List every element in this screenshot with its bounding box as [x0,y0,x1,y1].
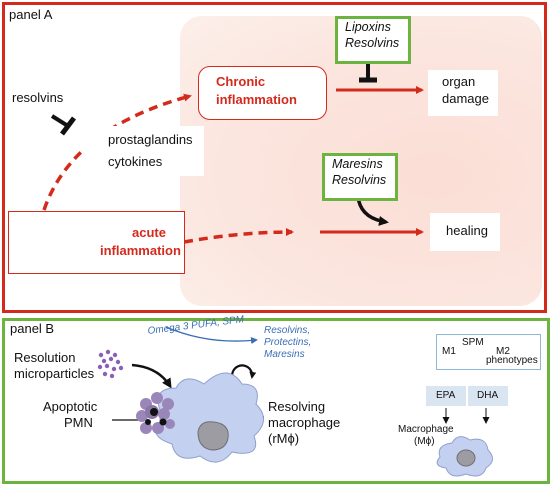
resolvins-label: resolvins [12,90,64,105]
healing-box [430,213,500,251]
healing-text: healing [446,223,488,238]
lipoxins-text: Lipoxins [345,20,391,34]
panel-a [2,2,547,313]
organ-text: organ [442,74,476,89]
microparticles-text: microparticles [14,366,95,381]
dha-label: DHA [477,390,499,401]
macrophage-text: macrophage [268,415,341,430]
mphi-label: (Mϕ) [414,436,435,447]
cytokines-text: cytokines [108,154,163,169]
m1-m2-box [436,334,541,370]
macrophage-small-nucleus [456,449,476,467]
resolvins-text-b: Resolvins [332,173,387,187]
resolving-text: Resolving [268,399,326,414]
spm-maresins: Maresins [264,349,305,360]
panel-b [2,318,550,484]
organ-damage-box [428,70,498,116]
mediators-box [84,126,204,176]
lipoxins-resolvins-box [335,16,411,64]
phenotypes-label: phenotypes [486,355,538,366]
panel-a-label: panel A [9,7,53,22]
maresins-resolvins-box [322,153,398,201]
spm-protectins: Protectins, [264,337,312,348]
panel-b-label: panel B [10,321,55,336]
apoptotic-pmn-cell [136,392,175,434]
resolution-text: Resolution [14,350,76,365]
acute-inflammation-box [8,211,185,274]
acute-to-chronic-dashed-arrow [42,93,192,211]
epa-label: EPA [436,390,456,401]
inflammation-text-acute: inflammation [100,243,181,258]
resolving-macrophage-cell [155,372,264,463]
resolvins-inhibitor [60,116,76,136]
resolvins-text-a: Resolvins [345,36,400,50]
acute-to-center-dashed-arrow [183,228,294,244]
microparticles-arrow [131,363,172,389]
apoptotic-text: Apoptotic [43,399,98,414]
macrophage-nucleus [197,421,229,451]
m2-label: M2 [496,346,510,357]
omega3-arrow [165,326,258,344]
damage-text: damage [442,91,489,106]
inflammation-text-chronic: inflammation [216,92,297,107]
chronic-inflammation-box [198,66,327,120]
spm-resolvins: Resolvins, [264,325,311,336]
prostaglandins-text: prostaglandins [108,132,193,147]
dha-box [468,386,508,406]
pmn-text: PMN [64,415,93,430]
epa-box [426,386,466,406]
macrophage-label: Macrophage [398,424,454,435]
spm-label: SPM [462,337,484,348]
m1-label: M1 [442,346,456,357]
microparticles-dots [97,349,124,379]
acute-text: acute [132,225,166,240]
maresins-text: Maresins [332,157,383,171]
rmphi-text: (rMϕ) [268,431,300,446]
chronic-text: Chronic [216,74,266,89]
